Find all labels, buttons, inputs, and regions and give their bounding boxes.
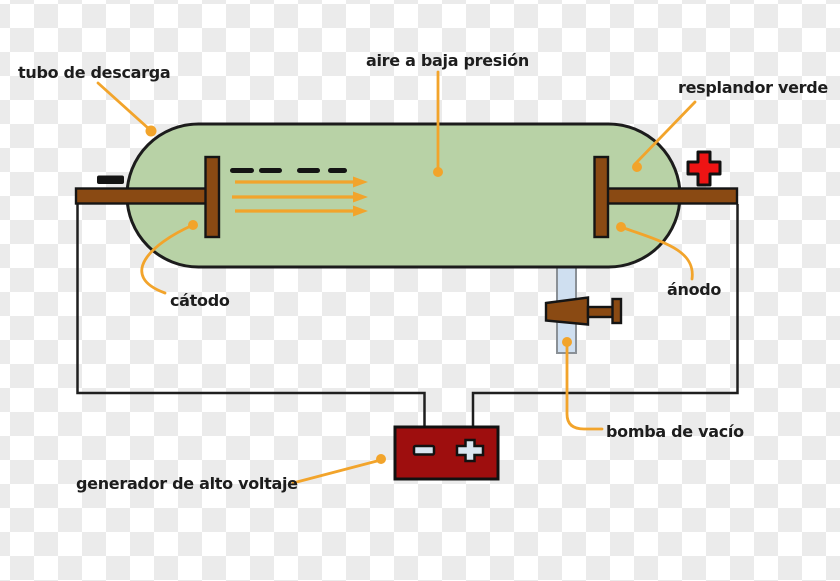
pointer-cathode bbox=[140, 220, 198, 295]
pointer-generator bbox=[291, 454, 386, 485]
arrow-right-icon bbox=[235, 176, 368, 188]
beam-dash bbox=[259, 168, 282, 173]
label-discharge-tube: tubo de descarga bbox=[18, 63, 170, 82]
pump-valve-rod bbox=[586, 305, 615, 319]
cathode-lead bbox=[74, 187, 210, 205]
arrow-right-icon bbox=[232, 191, 368, 203]
pointer-discharge-tube bbox=[96, 81, 157, 137]
pump-valve-body bbox=[544, 296, 590, 326]
pump-valve-handle bbox=[611, 297, 623, 325]
beam-dash bbox=[328, 168, 347, 173]
label-generator: generador de alto voltaje bbox=[76, 474, 298, 493]
plus-icon bbox=[686, 150, 722, 187]
pointer-green-glow bbox=[632, 100, 697, 172]
label-vacuum-pump: bomba de vacío bbox=[606, 422, 744, 441]
label-cathode: cátodo bbox=[170, 291, 230, 310]
wire-anode-to-generator bbox=[471, 204, 739, 428]
anode-electrode bbox=[593, 155, 610, 239]
label-anode: ánodo bbox=[667, 280, 721, 299]
plus-icon bbox=[455, 438, 485, 463]
arrow-right-icon bbox=[235, 205, 368, 217]
cathode-electrode bbox=[204, 155, 221, 239]
beam-dash bbox=[230, 168, 254, 173]
minus-icon bbox=[97, 175, 124, 184]
beam-dash bbox=[297, 168, 320, 173]
wire-cathode-to-generator bbox=[76, 203, 426, 428]
pointer-anode bbox=[616, 222, 694, 281]
label-green-glow: resplandor verde bbox=[678, 78, 828, 97]
pointer-vacuum-pump bbox=[562, 337, 604, 431]
pointer-low-pressure-air bbox=[433, 70, 443, 177]
label-low-pressure-air: aire a baja presión bbox=[366, 51, 529, 70]
anode-lead bbox=[604, 187, 739, 205]
minus-icon bbox=[412, 444, 436, 456]
